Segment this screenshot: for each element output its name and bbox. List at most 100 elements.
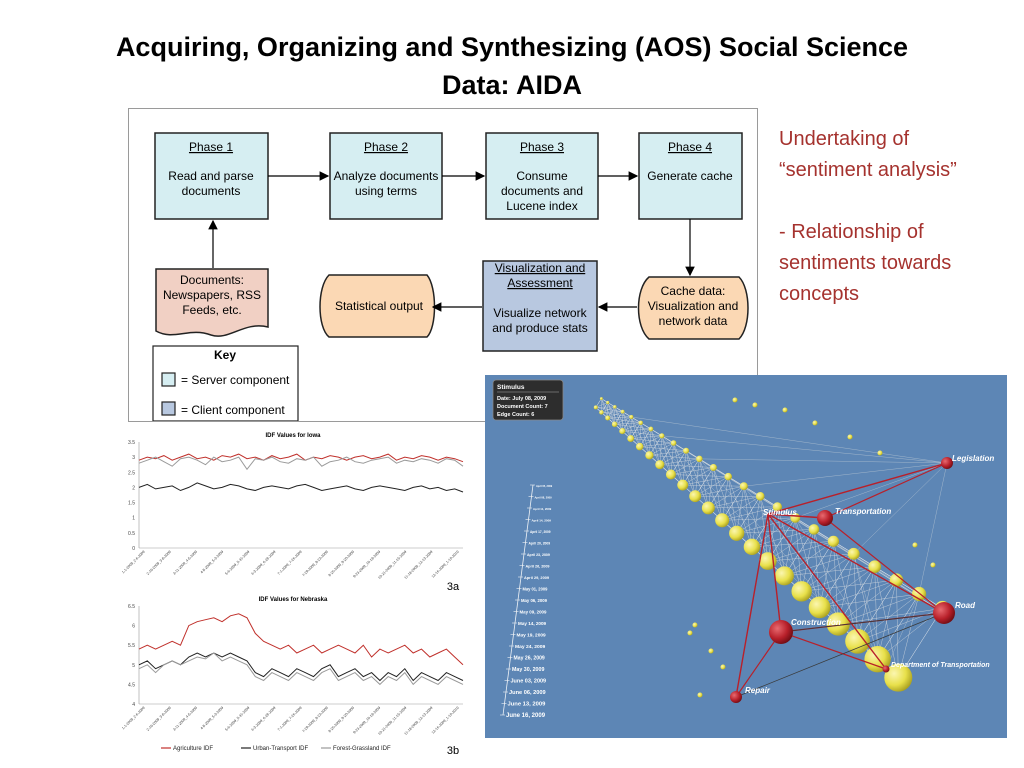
- network-edge: [819, 541, 834, 608]
- network-node: [930, 562, 936, 568]
- y-tick-label: 4.5: [128, 682, 135, 688]
- network-node: [739, 482, 748, 491]
- highlight-edge: [824, 517, 945, 614]
- node-department: [882, 665, 890, 673]
- legend-label: Agriculture IDF: [173, 746, 213, 752]
- network-node: [696, 455, 703, 463]
- network-edge: [659, 435, 663, 465]
- network-node: [692, 622, 698, 628]
- phase4-rect: [638, 132, 743, 220]
- y-tick-label: 1.5: [128, 501, 135, 507]
- x-tick-label: 8-26-2009_9-20-2009: [328, 550, 355, 577]
- key-title: Key: [214, 348, 236, 362]
- visualization-box: Visualization and Assessment Visualize n…: [482, 260, 598, 352]
- side-note-line: Undertaking of: [779, 128, 910, 150]
- phase3-line3: Lucene index: [506, 199, 577, 213]
- phase1-line1: Read and parse: [168, 169, 254, 183]
- network-node: [812, 420, 818, 426]
- network-edge: [751, 496, 761, 547]
- timeline-date: May 30, 2009: [512, 667, 544, 673]
- info-doc-count: Document Count: 7: [497, 404, 548, 410]
- y-tick-label: 3.5: [128, 440, 135, 446]
- network-edge: [650, 428, 661, 465]
- cache-shape: [637, 276, 749, 340]
- documents-line2: Newspapers, RSS: [163, 288, 261, 302]
- network-node: [611, 421, 618, 428]
- network-edge: [695, 485, 744, 497]
- x-tick-label: 4-8-2009_5-3-2009: [200, 550, 225, 575]
- x-tick-label: 7-1-2009_7-26-2009: [277, 550, 303, 576]
- node-stimulus-transportation: [817, 510, 833, 526]
- network-node: [701, 501, 715, 515]
- phase2-rect: [329, 132, 443, 220]
- network-edge: [795, 462, 948, 519]
- timeline-date: April 08, 2009: [535, 496, 553, 500]
- network-edge: [639, 442, 674, 447]
- network-edge: [682, 450, 687, 486]
- network-node: [659, 433, 665, 439]
- network-node: [808, 524, 820, 535]
- x-tick-label: 10-21-2009_11-15-2009: [377, 706, 407, 736]
- flowchart-svg: Phase 1 Read and parse documents Phase 2…: [152, 132, 749, 421]
- network-edge: [857, 566, 875, 642]
- series-line-2: [138, 652, 464, 686]
- network-edge: [601, 412, 632, 418]
- network-node: [912, 542, 918, 548]
- network-edge: [670, 467, 714, 475]
- network-edge: [614, 406, 623, 432]
- network-edge: [661, 435, 948, 464]
- figure-label: 3a: [447, 581, 460, 593]
- node-construction: [769, 620, 793, 644]
- network-edge: [813, 529, 820, 608]
- timeline-date: June 16, 2009: [506, 713, 546, 719]
- network-edge: [728, 476, 737, 534]
- network-node: [743, 538, 761, 556]
- y-tick-label: 0: [132, 546, 135, 552]
- network-node: [683, 447, 690, 454]
- figure-label: 3b: [447, 745, 459, 757]
- timeline-date: May 19, 2009: [517, 633, 546, 639]
- network-node: [708, 648, 714, 654]
- timeline-date: April 05, 2009: [536, 485, 553, 488]
- highlight-edge: [767, 462, 948, 515]
- network-edge: [639, 435, 662, 447]
- highlight-edge: [735, 513, 769, 698]
- dark-edge: [780, 612, 945, 633]
- network-edge: [885, 593, 920, 670]
- x-tick-label: 12-16-2009_1-10-2010: [431, 706, 460, 735]
- network-edge: [595, 407, 623, 412]
- network-edge: [784, 553, 854, 577]
- y-tick-label: 5: [132, 663, 135, 669]
- network-edge: [743, 486, 753, 547]
- network-node: [638, 420, 643, 425]
- network-node: [847, 434, 853, 440]
- flowchart-panel: Phase 1 Read and parse documents Phase 2…: [128, 108, 758, 422]
- network-node: [884, 663, 913, 692]
- timeline-date: April 14, 2009: [532, 519, 552, 523]
- x-tick-label: 5-6-2009_5-31-2009: [224, 706, 250, 732]
- cache-line3: network data: [659, 314, 728, 328]
- network-node: [724, 472, 732, 481]
- network-edge: [630, 416, 632, 439]
- documents-shape: [155, 268, 269, 337]
- network-edge: [694, 458, 700, 497]
- network-edge: [699, 458, 709, 508]
- network-edge: [607, 402, 615, 425]
- timeline-date: April 23, 2009: [527, 553, 550, 557]
- network-edge: [639, 422, 641, 447]
- phase1-title: Phase 1: [189, 140, 233, 154]
- phase3-rect: [485, 132, 599, 220]
- chart-title: IDF Values for Nebraska: [259, 597, 328, 603]
- network-edge: [819, 579, 897, 608]
- network-edge: [736, 506, 778, 534]
- node-repair: [730, 691, 742, 703]
- network-edge: [777, 506, 785, 576]
- network-node: [697, 692, 703, 698]
- chart-nebraska-svg: IDF Values for Nebraska6.565.554.541-1-2…: [121, 597, 464, 757]
- y-tick-label: 6.5: [128, 604, 135, 610]
- phase3-box: Phase 3 Consume documents and Lucene ind…: [485, 132, 599, 220]
- x-tick-label: 11-18-2009_12-13-2009: [403, 550, 433, 580]
